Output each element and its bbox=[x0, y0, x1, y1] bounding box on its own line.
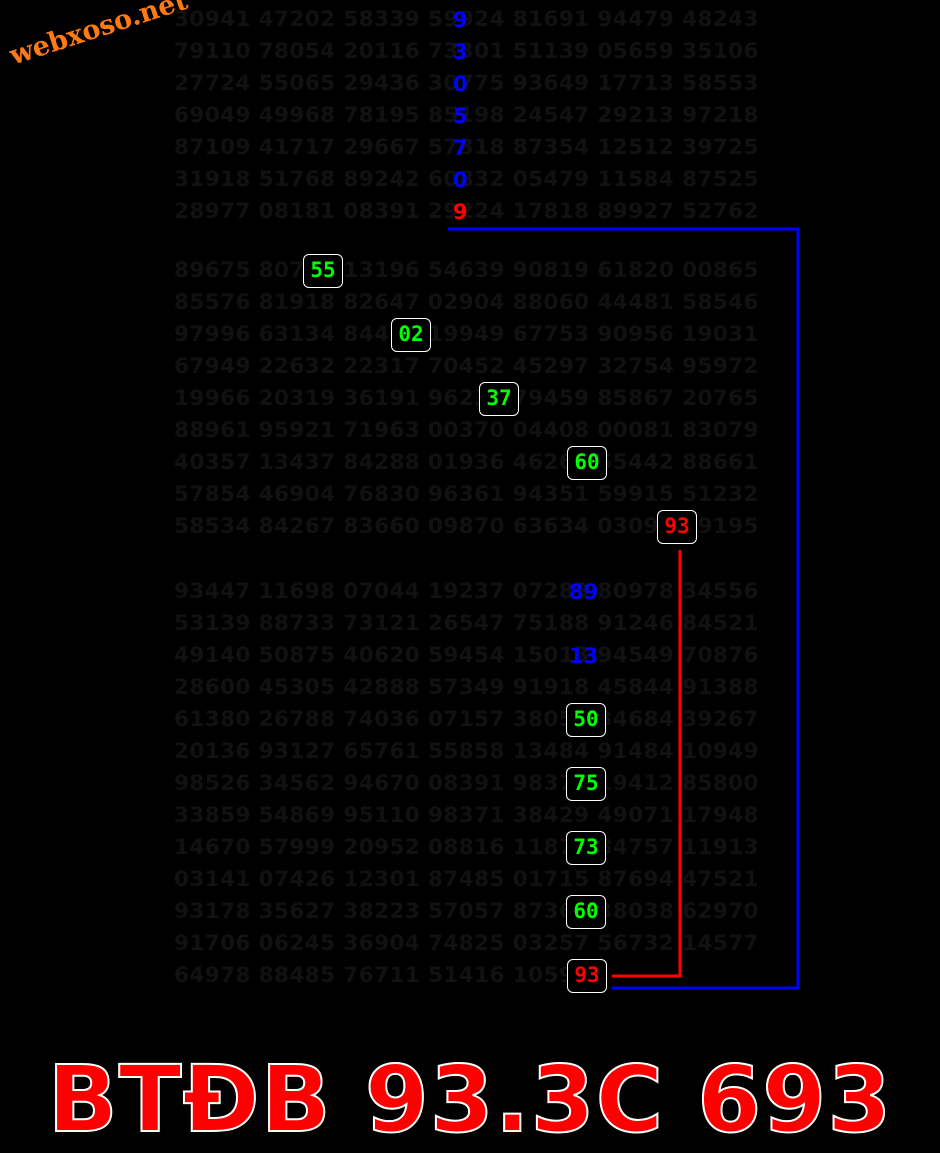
grid-row: 28600 45305 42888 57349 91918 45844 9138… bbox=[174, 675, 759, 700]
grid-row: 67949 22632 22317 70452 45297 32754 9597… bbox=[174, 354, 759, 379]
grid-row: 31918 51768 89242 60832 05479 11584 8752… bbox=[174, 167, 759, 192]
grid-row: 30941 47202 58339 59924 81691 94479 4824… bbox=[174, 7, 759, 32]
grid-row: 28977 08181 08391 29224 17818 89927 5276… bbox=[174, 199, 759, 224]
grid-row: 88961 95921 71963 00370 04408 00081 8307… bbox=[174, 418, 759, 443]
grid-row: 87109 41717 29667 57318 87354 12512 3972… bbox=[174, 135, 759, 160]
grid-row: 57854 46904 76830 96361 94351 59915 5123… bbox=[174, 482, 759, 507]
red-connector-line bbox=[612, 550, 682, 978]
grid-row: 69049 49968 78195 85198 24547 29213 9721… bbox=[174, 103, 759, 128]
grid-row: 93447 11698 07044 19237 07289 80978 3455… bbox=[174, 579, 759, 604]
number-badge: 55 bbox=[303, 254, 343, 288]
number-badge: 02 bbox=[391, 318, 431, 352]
number-badge: 50 bbox=[566, 703, 606, 737]
column-digit: 9 bbox=[453, 8, 468, 32]
column-digit: 9 bbox=[453, 200, 468, 224]
grid-row: 27724 55065 29436 30775 93649 17713 5855… bbox=[174, 71, 759, 96]
number-badge: 73 bbox=[566, 831, 606, 865]
number-badge: 93 bbox=[567, 959, 607, 993]
column-digit: 3 bbox=[453, 40, 468, 64]
grid-row: 53139 88733 73121 26547 75188 91246 8452… bbox=[174, 611, 759, 636]
grid-row: 61380 26788 74036 07157 38050 34684 3926… bbox=[174, 707, 759, 732]
highlighted-pair: 89 bbox=[569, 580, 599, 604]
grid-row: 93178 35627 38223 57057 87360 38038 6297… bbox=[174, 899, 759, 924]
column-digit: 0 bbox=[453, 72, 468, 96]
grid-row: 49140 50875 40620 59454 15013 94549 7087… bbox=[174, 643, 759, 668]
number-badge: 60 bbox=[567, 446, 607, 480]
grid-row: 58534 84267 83660 09870 63634 03093 4919… bbox=[174, 514, 759, 539]
number-badge: 75 bbox=[566, 767, 606, 801]
grid-row: 20136 93127 65761 55858 13484 91484 1094… bbox=[174, 739, 759, 764]
column-digit: 0 bbox=[453, 168, 468, 192]
highlighted-pair: 13 bbox=[569, 644, 599, 668]
grid-row: 14670 57999 20952 08816 11873 84757 1191… bbox=[174, 835, 759, 860]
column-digit: 5 bbox=[453, 104, 468, 128]
column-digit: 7 bbox=[453, 136, 468, 160]
grid-row: 03141 07426 12301 87485 01715 87694 4752… bbox=[174, 867, 759, 892]
blue-connector-line bbox=[448, 227, 800, 990]
grid-row: 85576 81918 82647 02904 88060 44481 5854… bbox=[174, 290, 759, 315]
number-badge: 37 bbox=[479, 382, 519, 416]
number-badge: 60 bbox=[566, 895, 606, 929]
grid-row: 91706 06245 36904 74825 03257 56732 1457… bbox=[174, 931, 759, 956]
grid-row: 79110 78054 20116 73301 51139 05659 3510… bbox=[174, 39, 759, 64]
headline: BTĐB 93.3C 693 bbox=[47, 1046, 893, 1153]
number-badge: 93 bbox=[657, 510, 697, 544]
grid-row: 98526 34562 94670 08391 98375 19412 8580… bbox=[174, 771, 759, 796]
grid-row: 33859 54869 95110 98371 38429 49071 1794… bbox=[174, 803, 759, 828]
